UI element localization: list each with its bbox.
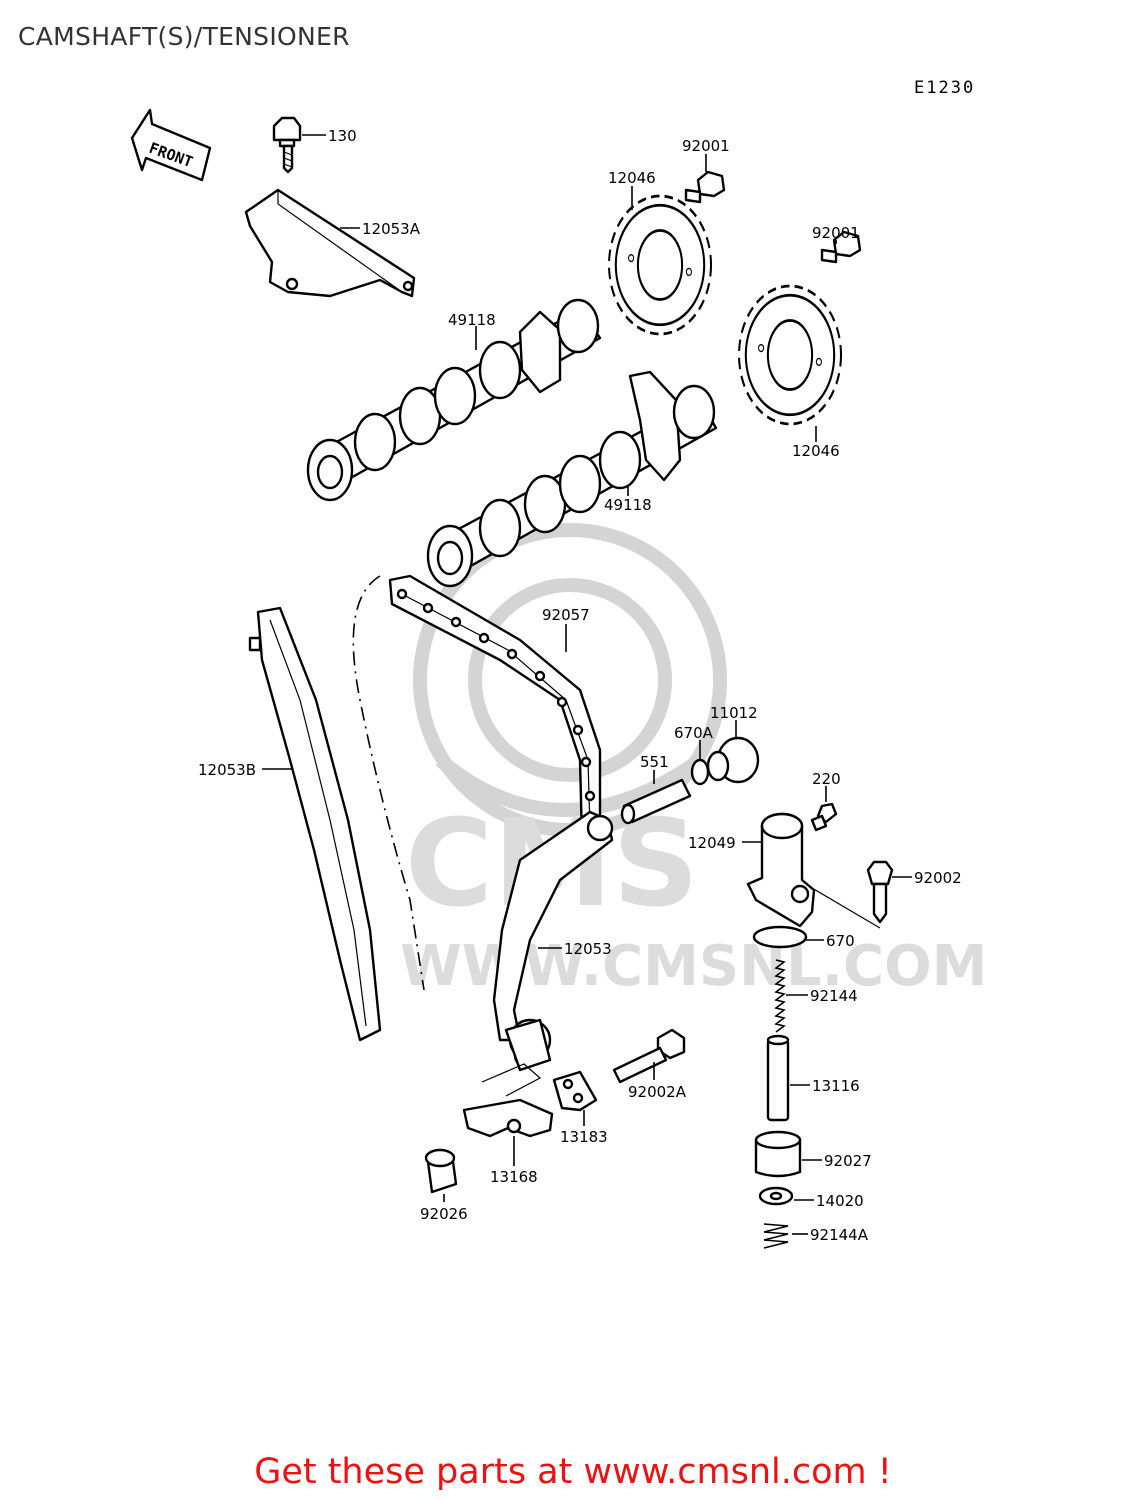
svg-text:670: 670 — [826, 932, 855, 950]
callout-12046-lower: 12046 — [792, 426, 840, 460]
o-ring-670a — [690, 758, 710, 786]
bushing-92026 — [424, 1148, 458, 1194]
pin-551 — [620, 778, 692, 825]
callout-92001-lower: 92001 — [812, 224, 860, 244]
bolt-92001-lower — [820, 230, 862, 264]
callout-670: 670 — [806, 932, 855, 950]
svg-text:11012: 11012 — [710, 704, 758, 722]
bolt-92002 — [811, 860, 894, 929]
callout-92027: 92027 — [802, 1152, 872, 1170]
o-ring-670 — [752, 925, 808, 949]
tensioner-guide-12053 — [492, 810, 614, 1072]
cam-sprocket-12046-lower — [737, 284, 843, 426]
callout-92001-upper: 92001 — [682, 137, 730, 172]
page-title: CAMSHAFT(S)/TENSIONER — [18, 22, 350, 51]
svg-text:49118: 49118 — [448, 311, 496, 329]
callout-92002: 92002 — [892, 869, 962, 887]
callout-49118-upper: 49118 — [448, 311, 496, 350]
callout-12049: 12049 — [688, 834, 762, 852]
callout-92144a: 92144A — [792, 1226, 869, 1244]
callout-220: 220 — [812, 770, 841, 802]
spring-92144a — [763, 1223, 789, 1249]
svg-text:92002: 92002 — [914, 869, 962, 887]
callout-13116: 13116 — [790, 1077, 860, 1095]
camshaft-49118-upper — [306, 298, 602, 502]
svg-text:670A: 670A — [674, 724, 714, 742]
bolt-92002a — [612, 1028, 686, 1084]
callout-12053: 12053 — [538, 940, 612, 958]
callout-92026: 92026 — [420, 1194, 468, 1223]
cam-sprocket-12046-upper — [607, 194, 713, 336]
svg-text:92001: 92001 — [812, 224, 860, 242]
washer-14020 — [758, 1186, 794, 1206]
svg-text:13183: 13183 — [560, 1128, 608, 1146]
svg-text:551: 551 — [640, 753, 669, 771]
svg-text:12046: 12046 — [792, 442, 840, 460]
svg-text:92026: 92026 — [420, 1205, 468, 1223]
svg-text:49118: 49118 — [604, 496, 652, 514]
svg-text:14020: 14020 — [816, 1192, 864, 1210]
spring-92144 — [774, 959, 786, 1033]
callout-551: 551 — [640, 753, 669, 784]
callout-92144: 92144 — [786, 987, 858, 1005]
chain-guide-12053a — [244, 188, 416, 298]
callout-13183: 13183 — [560, 1110, 608, 1146]
chain-guide-12053b — [248, 606, 382, 1042]
rod-13116 — [766, 1034, 790, 1122]
svg-text:12049: 12049 — [688, 834, 736, 852]
svg-text:12046: 12046 — [608, 169, 656, 187]
plate-13183 — [552, 1070, 598, 1112]
bolt-130 — [272, 116, 302, 174]
svg-text:13116: 13116 — [812, 1077, 860, 1095]
callout-12053a: 12053A — [340, 220, 421, 238]
svg-text:92144: 92144 — [810, 987, 858, 1005]
callout-12046-upper: 12046 — [608, 169, 656, 210]
callout-12053b: 12053B — [198, 761, 292, 779]
svg-text:92057: 92057 — [542, 606, 590, 624]
svg-text:92027: 92027 — [824, 1152, 872, 1170]
footer-banner: Get these parts at www.cmsnl.com ! — [0, 1452, 1146, 1492]
callout-49118-lower: 49118 — [604, 486, 652, 514]
tensioner-body-12049 — [746, 812, 816, 928]
callout-130: 130 — [302, 127, 357, 145]
footer-link[interactable]: Get these parts at www.cmsnl.com ! — [254, 1452, 892, 1492]
svg-text:92001: 92001 — [682, 137, 730, 155]
camshaft-49118-lower — [426, 370, 718, 588]
svg-text:92144A: 92144A — [810, 1226, 869, 1244]
lever-13168 — [462, 1063, 554, 1138]
svg-text:12053: 12053 — [564, 940, 612, 958]
svg-text:12053B: 12053B — [198, 761, 256, 779]
svg-text:12053A: 12053A — [362, 220, 421, 238]
collar-92027 — [754, 1130, 802, 1178]
watermark-url: WWW.CMSNL.COM — [400, 934, 987, 999]
cap-11012 — [706, 736, 760, 784]
callout-670a: 670A — [674, 724, 714, 760]
figure-code: E1230 — [914, 78, 976, 98]
callout-92057: 92057 — [542, 606, 590, 652]
callout-13168: 13168 — [490, 1136, 538, 1186]
screw-220 — [810, 802, 838, 832]
svg-text:92002A: 92002A — [628, 1083, 687, 1101]
front-arrow: FRONT — [130, 108, 212, 182]
bolt-92001-upper — [684, 170, 726, 204]
svg-text:130: 130 — [328, 127, 357, 145]
svg-text:13168: 13168 — [490, 1168, 538, 1186]
callout-92002a: 92002A — [628, 1062, 687, 1101]
callout-14020: 14020 — [794, 1192, 864, 1210]
callout-11012: 11012 — [710, 704, 758, 738]
svg-text:220: 220 — [812, 770, 841, 788]
